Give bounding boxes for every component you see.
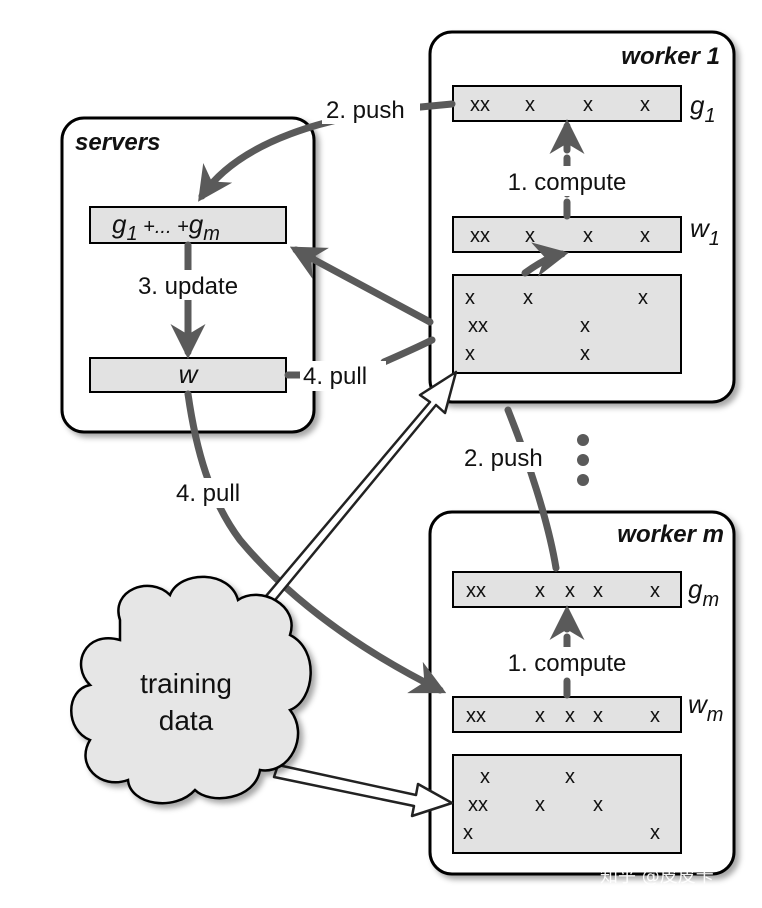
worker-1-gradient-row: xx x x x xyxy=(452,85,682,122)
label-text: 4. pull xyxy=(303,363,367,390)
label-pull-worker1: 4. pull xyxy=(300,361,386,391)
data-to-weights-arrow-worker1 xyxy=(521,242,569,277)
cell: x xyxy=(525,94,535,116)
cell: x xyxy=(583,225,593,247)
cell: xx xyxy=(466,580,486,602)
label-text: 2. push xyxy=(464,445,543,472)
label-update: 3. update xyxy=(116,270,262,300)
cell: x xyxy=(463,822,473,844)
cell: xx xyxy=(470,94,490,116)
cell: x xyxy=(583,94,593,116)
cloud-label-line2: data xyxy=(159,705,214,736)
cell: x xyxy=(535,705,545,727)
cell: x xyxy=(650,705,660,727)
gradient-sum-label: g1 +... +gm xyxy=(112,209,220,245)
worker-1-title: worker 1 xyxy=(621,43,720,70)
label-text: 4. pull xyxy=(176,480,240,507)
cell: xx xyxy=(466,705,486,727)
cell: x xyxy=(523,287,533,309)
cell: x xyxy=(535,794,545,816)
worker-m-weights-row: xx x x x x xyxy=(452,696,682,733)
training-data-cloud: training data xyxy=(70,575,312,805)
worker-1-weights-label: w1 xyxy=(690,213,720,250)
cell: x xyxy=(640,94,650,116)
label-compute-worker1: 1. compute xyxy=(492,166,642,196)
cell: x xyxy=(565,580,575,602)
worker-m-data-block: x x xx x x x x xyxy=(452,754,682,854)
watermark-text: 知乎 @皮皮卡 xyxy=(600,866,714,887)
worker-m-gradient-label: gm xyxy=(688,574,719,611)
cell: x xyxy=(640,225,650,247)
gradient-sum-box: g1 +... +gm xyxy=(89,206,287,245)
cell: x xyxy=(565,766,575,788)
cell: xx xyxy=(470,225,490,247)
cell: x xyxy=(593,794,603,816)
watermark: 知乎 @皮皮卡 xyxy=(600,866,714,887)
worker-m-title: worker m xyxy=(617,521,724,548)
ellipsis-dots xyxy=(577,434,589,486)
label-text: 1. compute xyxy=(508,650,627,677)
push-arrow-workerm xyxy=(504,406,560,572)
label-pull-down: 4. pull xyxy=(172,478,258,508)
cell: x xyxy=(535,580,545,602)
cell: x xyxy=(650,822,660,844)
cell: x xyxy=(593,705,603,727)
worker-1-box: worker 1 xx x x x g1 xx x x x w1 x x x x… xyxy=(428,30,736,404)
cell: x xyxy=(565,705,575,727)
worker-1-weights-row: xx x x x xyxy=(452,216,682,253)
cell: x xyxy=(650,580,660,602)
servers-title: servers xyxy=(75,129,160,156)
data-arrow-to-workerm xyxy=(272,763,454,818)
pull-arrow-workerm xyxy=(184,390,447,694)
cloud-label-line1: training xyxy=(140,668,232,699)
cell: x xyxy=(465,287,475,309)
cell: x xyxy=(525,225,535,247)
label-push-top: 2. push xyxy=(322,94,420,124)
label-text: 3. update xyxy=(138,273,238,300)
worker-m-box: worker m xx x x x x gm xx x x x x wm x x… xyxy=(428,510,736,876)
weights-label: w xyxy=(179,359,200,389)
cell: x xyxy=(638,287,648,309)
cell: x xyxy=(580,315,590,337)
cell: x xyxy=(593,580,603,602)
label-push-mid: 2. push xyxy=(462,442,562,472)
worker-1-gradient-label: g1 xyxy=(690,90,716,127)
weights-box: w xyxy=(89,357,287,393)
push-arrow-worker1-diagonal xyxy=(289,246,434,326)
worker-m-weights-label: wm xyxy=(688,689,723,726)
cell: x xyxy=(480,766,490,788)
cell: x xyxy=(465,343,475,365)
label-text: 1. compute xyxy=(508,169,627,196)
worker-1-data-block: x x x xx x x x xyxy=(452,274,682,374)
worker-m-gradient-row: xx x x x x xyxy=(452,571,682,608)
cell: x xyxy=(580,343,590,365)
data-arrow-to-worker1 xyxy=(242,370,458,630)
cell: xx xyxy=(468,794,488,816)
label-text: 2. push xyxy=(326,97,405,124)
label-compute-workerm: 1. compute xyxy=(492,647,642,677)
cell: xx xyxy=(468,315,488,337)
